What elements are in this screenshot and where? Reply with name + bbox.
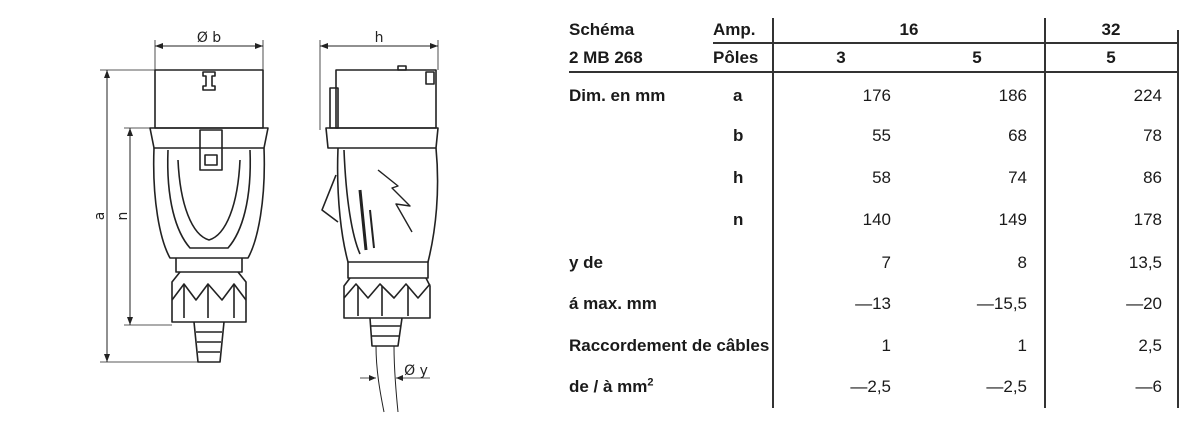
amp-label: Amp. [713, 20, 756, 39]
cell-value: 1 [881, 336, 891, 355]
cell-value: 58 [872, 168, 891, 187]
product-code: 2 MB 268 [569, 48, 643, 67]
cell-value: —15,5 [976, 294, 1027, 313]
row-label: Raccordement de câbles [569, 336, 770, 355]
dim-n-label: n [115, 212, 131, 221]
connector-technical-drawing: Ø b h a n Ø y [92, 30, 439, 413]
poles-16-3: 3 [836, 48, 846, 67]
cell-value: —2,5 [986, 377, 1027, 396]
cell-value: 74 [1008, 168, 1027, 187]
schema-label: Schéma [569, 20, 635, 39]
cell-value: 68 [1008, 126, 1027, 145]
row-label: Dim. en mm [569, 86, 666, 105]
cell-value: —6 [1135, 377, 1162, 396]
amp-32-header: 32 [1101, 20, 1121, 39]
row-label: de / à mm2 [569, 376, 654, 396]
cell-value: 176 [862, 86, 891, 105]
cell-value: 1 [1017, 336, 1027, 355]
poles-label: Pôles [713, 48, 759, 67]
row-sub-label: a [733, 86, 743, 105]
row-sub-label: n [733, 210, 744, 229]
dim-a-label: a [92, 212, 108, 221]
poles-16-5: 5 [972, 48, 982, 67]
superscript: 2 [647, 376, 654, 389]
cell-value: 7 [881, 253, 891, 272]
row-sub-label: h [733, 168, 744, 187]
cell-value: —13 [855, 294, 891, 313]
cell-value: 224 [1133, 86, 1162, 105]
dim-h-label: h [375, 30, 384, 46]
cell-value: —2,5 [850, 377, 891, 396]
dim-b-label: Ø b [197, 30, 221, 46]
cell-value: 78 [1143, 126, 1162, 145]
cell-value: —20 [1126, 294, 1162, 313]
row-label: y de [569, 253, 604, 272]
cell-value: 55 [872, 126, 891, 145]
cell-value: 149 [998, 210, 1027, 229]
cell-value: 2,5 [1138, 336, 1162, 355]
dim-y-label: Ø y [404, 363, 428, 379]
row-label: á max. mm [569, 294, 657, 313]
amp-16-header: 16 [899, 20, 919, 39]
cell-value: 13,5 [1128, 253, 1162, 272]
poles-32-5: 5 [1106, 48, 1116, 67]
cell-value: 178 [1133, 210, 1162, 229]
cell-value: 186 [998, 86, 1027, 105]
cell-value: 86 [1143, 168, 1162, 187]
row-sub-label: b [733, 126, 744, 145]
cell-value: 8 [1017, 253, 1027, 272]
cell-value: 140 [862, 210, 891, 229]
